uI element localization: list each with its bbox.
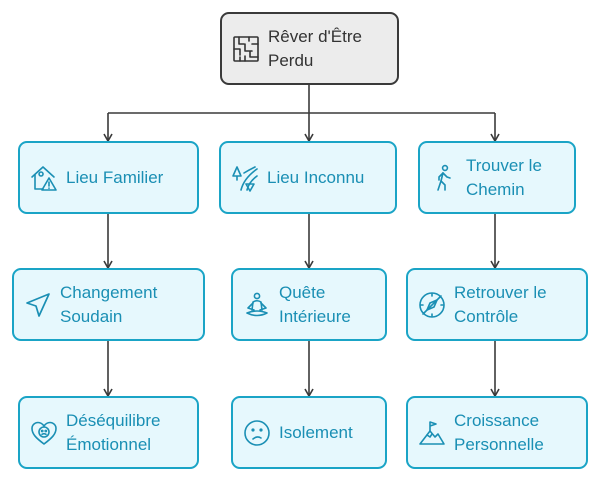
- label-croissance-personnelle: Croissance Personnelle: [454, 410, 544, 454]
- heart-face-icon: [30, 419, 58, 447]
- walking-person-icon: [430, 164, 458, 192]
- root-label: Rêver d'Être Perdu: [268, 26, 362, 70]
- label-changement-soudain: Changement Soudain: [60, 282, 158, 326]
- node-quete-interieure: Quête Intérieure: [231, 268, 387, 341]
- house-warning-icon: [30, 164, 58, 192]
- node-desequilibre-emotionnel: Déséquilibre Émotionnel: [18, 396, 199, 469]
- crossed-compass-icon: [418, 291, 446, 319]
- node-lieu-inconnu: Lieu Inconnu: [219, 141, 397, 214]
- node-changement-soudain: Changement Soudain: [12, 268, 205, 341]
- label-trouver-le-chemin: Trouver le Chemin: [466, 155, 542, 199]
- label-quete-interieure: Quête Intérieure: [279, 282, 351, 326]
- label-retrouver-le-controle: Retrouver le Contrôle: [454, 282, 547, 326]
- node-retrouver-le-controle: Retrouver le Contrôle: [406, 268, 588, 341]
- label-lieu-familier: Lieu Familier: [66, 167, 164, 187]
- mountain-flag-icon: [418, 419, 446, 447]
- maze-icon: [232, 35, 260, 63]
- navigation-arrow-icon: [24, 291, 52, 319]
- sad-face-icon: [243, 419, 271, 447]
- node-lieu-familier: Lieu Familier: [18, 141, 199, 214]
- meditation-icon: [243, 291, 271, 319]
- forest-path-icon: [231, 164, 259, 192]
- node-croissance-personnelle: Croissance Personnelle: [406, 396, 588, 469]
- label-lieu-inconnu: Lieu Inconnu: [267, 167, 365, 187]
- root-node: Rêver d'Être Perdu: [220, 12, 399, 85]
- label-desequilibre-emotionnel: Déséquilibre Émotionnel: [66, 410, 161, 454]
- node-trouver-le-chemin: Trouver le Chemin: [418, 141, 576, 214]
- node-isolement: Isolement: [231, 396, 387, 469]
- label-isolement: Isolement: [279, 422, 353, 442]
